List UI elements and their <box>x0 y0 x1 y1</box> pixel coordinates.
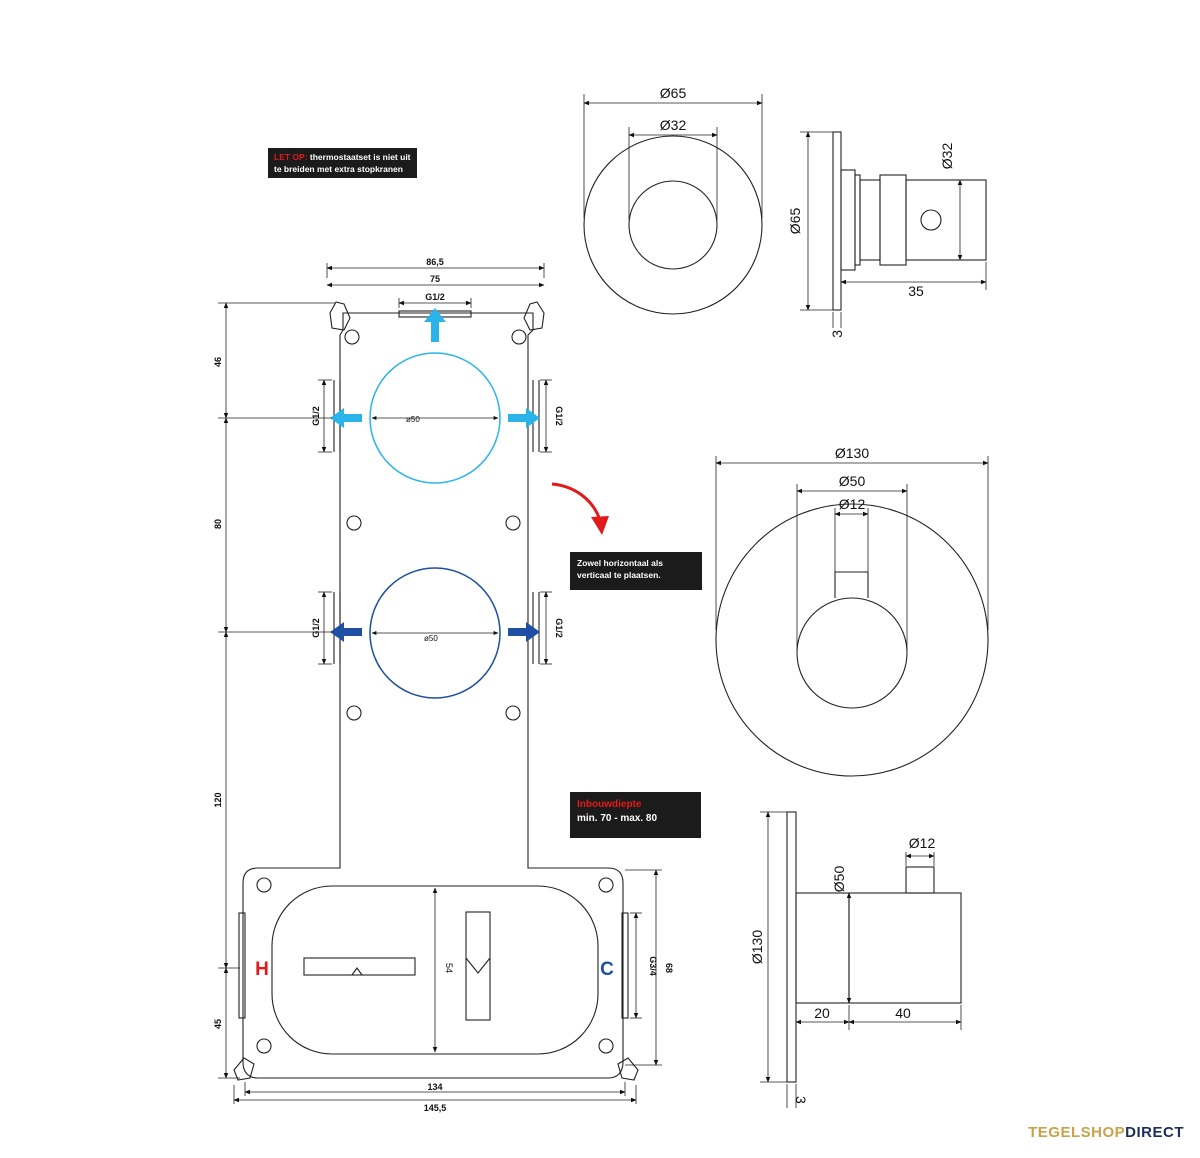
label-bottom-outer: 145,5 <box>424 1103 447 1113</box>
hole <box>598 877 614 893</box>
label-height-top: 46 <box>213 357 223 367</box>
orientation-line-2: verticaal te plaatsen. <box>577 570 661 580</box>
hole <box>346 515 362 531</box>
label-small-thickness: 3 <box>829 330 845 338</box>
large-rosette-front <box>715 503 989 777</box>
ear-bottom-right <box>617 1057 639 1081</box>
label-height-lower: 120 <box>213 792 223 807</box>
orientation-note: Zowel horizontaal als verticaal te plaat… <box>570 552 702 590</box>
flow-arrows-light <box>330 308 540 428</box>
label-top-outlet: G1/2 <box>425 292 445 302</box>
hole <box>505 705 521 721</box>
arrow-left-icon <box>330 408 362 428</box>
arrow-left-icon <box>330 622 362 642</box>
ear-top-right <box>523 301 545 331</box>
label-bottom-inner: 134 <box>427 1082 442 1092</box>
label-large-side-handle: Ø12 <box>909 835 936 851</box>
label-large-outer-dia: Ø130 <box>835 445 869 461</box>
box-outline <box>242 312 624 1079</box>
hole <box>256 877 272 893</box>
arrow-up-icon <box>424 308 446 342</box>
label-height-mid: 80 <box>213 519 223 529</box>
label-height-bottom: 45 <box>213 1019 223 1029</box>
label-body-height: 54 <box>444 963 454 973</box>
label-small-side-height: Ø65 <box>787 208 803 235</box>
hole <box>346 705 362 721</box>
label-top-outer: 86,5 <box>426 257 444 267</box>
brand-part-1: TEGELSHOP <box>1028 1124 1126 1141</box>
hole <box>598 1038 614 1054</box>
label-large-side-knob: Ø50 <box>831 866 847 893</box>
hot-valve-circle <box>369 567 501 699</box>
cold-valve-circle <box>369 352 501 484</box>
lower-slot-right <box>465 911 491 1021</box>
hole <box>256 1038 272 1054</box>
label-large-knob-dia: Ø50 <box>839 473 866 489</box>
label-small-depth: 35 <box>908 283 924 299</box>
label-inlet-spacing: 68 <box>664 963 674 973</box>
warning-prefix: LET OP: <box>274 152 308 162</box>
flow-arrows-dark <box>330 622 540 642</box>
warning-text-1: thermostaatset is niet uit <box>309 152 411 162</box>
ear-bottom-left <box>233 1057 255 1081</box>
label-circle-upper: ø50 <box>406 415 420 424</box>
small-rosette-front <box>583 135 763 315</box>
lower-slot-left <box>303 957 416 976</box>
brand-part-2: DIRECT <box>1125 1124 1184 1141</box>
lower-body <box>271 885 599 1055</box>
label-large-handle-dia: Ø12 <box>839 496 866 512</box>
depth-text: min. 70 - max. 80 <box>577 813 658 824</box>
cold-label: C <box>600 959 614 980</box>
arrow-right-icon <box>508 622 540 642</box>
depth-note: Inbouwdiepte min. 70 - max. 80 <box>570 792 701 838</box>
orientation-line-1: Zowel horizontaal als <box>577 558 663 568</box>
label-small-side-knob: Ø32 <box>939 143 955 170</box>
label-large-thickness: 3 <box>793 1096 809 1104</box>
label-small-outer-dia: Ø65 <box>660 85 687 101</box>
ear-top-left <box>329 301 351 331</box>
label-side-outlet-lr: G1/2 <box>554 618 564 638</box>
warning-text-2: te breiden met extra stopkranen <box>274 164 403 174</box>
hole <box>344 329 360 345</box>
hole <box>511 329 527 345</box>
label-side-outlet-ul: G1/2 <box>311 406 321 426</box>
brand-logo: TEGELSHOPDIRECT <box>1028 1124 1184 1141</box>
label-large-depth2: 40 <box>895 1005 911 1021</box>
depth-title: Inbouwdiepte <box>577 799 642 810</box>
label-side-outlet-ur: G1/2 <box>554 406 564 426</box>
rotate-arrow-icon <box>551 482 602 521</box>
label-large-side-plate: Ø130 <box>749 930 765 964</box>
label-large-depth1: 20 <box>814 1005 830 1021</box>
label-small-inner-dia: Ø32 <box>660 117 687 133</box>
arrow-right-icon <box>508 408 540 428</box>
hot-label: H <box>255 959 269 980</box>
label-circle-lower: ø50 <box>424 634 438 643</box>
hole <box>505 515 521 531</box>
label-inlet-thread: G3/4 <box>648 956 658 976</box>
large-rosette-side <box>786 811 962 1083</box>
mounting-box <box>233 301 639 1081</box>
warning-note: LET OP: thermostaatset is niet uit te br… <box>268 148 417 178</box>
label-side-outlet-ll: G1/2 <box>311 618 321 638</box>
label-top-inner: 75 <box>430 274 440 284</box>
